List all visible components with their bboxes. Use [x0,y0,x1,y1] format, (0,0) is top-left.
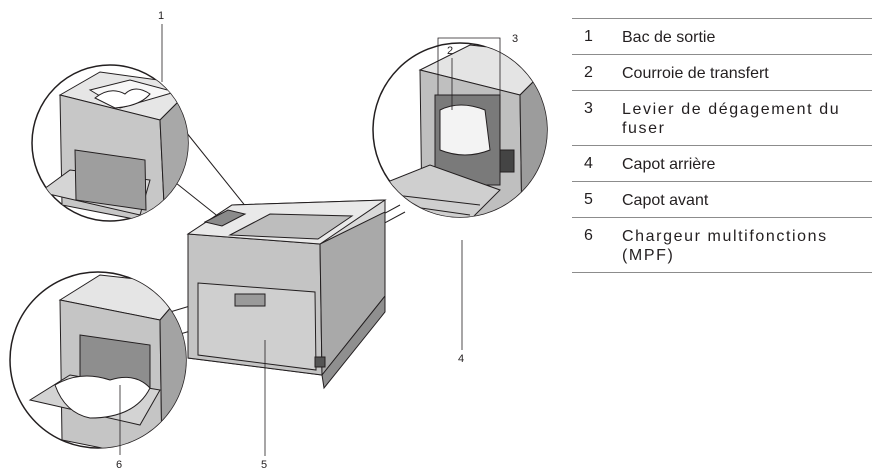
callout-1: 1 [158,10,164,22]
printer-illustration: 1 2 3 4 5 6 [9,10,548,471]
callout-3: 3 [512,33,518,45]
main-printer [186,199,387,390]
callout-leader-lines [119,24,501,456]
legend-label: Levier de dégagement du fuser [622,101,841,137]
legend-number: 5 [584,191,593,208]
zoom-detail-output-tray [31,64,189,222]
legend-row-5: 5 Capot avant [572,181,872,217]
legend-number: 4 [584,155,593,172]
zoom-detail-mpf [9,271,187,449]
callout-2: 2 [447,45,453,57]
callout-5: 5 [261,459,267,471]
legend-number: 6 [584,227,593,244]
legend-label: Bac de sortie [622,29,716,46]
legend-row-1: 1 Bac de sortie [572,18,872,54]
legend-label: Capot avant [622,192,709,209]
legend-row-3: 3 Levier de dégagement du fuser [572,90,872,145]
parts-legend-table: 1 Bac de sortie 2 Courroie de transfert … [572,18,872,273]
legend-number: 2 [584,64,593,81]
legend-row-2: 2 Courroie de transfert [572,54,872,90]
legend-label: Courroie de transfert [622,65,769,82]
zoom-detail-rear-cover [372,42,548,218]
legend-number: 1 [584,28,593,45]
callout-4: 4 [458,353,464,365]
legend-row-6: 6 Chargeur multifonctions (MPF) [572,217,872,273]
callout-6: 6 [116,459,122,471]
legend-label: Capot arrière [622,156,716,173]
legend-number: 3 [584,100,593,117]
legend-row-4: 4 Capot arrière [572,145,872,181]
legend-label: Chargeur multifonctions (MPF) [622,228,828,264]
